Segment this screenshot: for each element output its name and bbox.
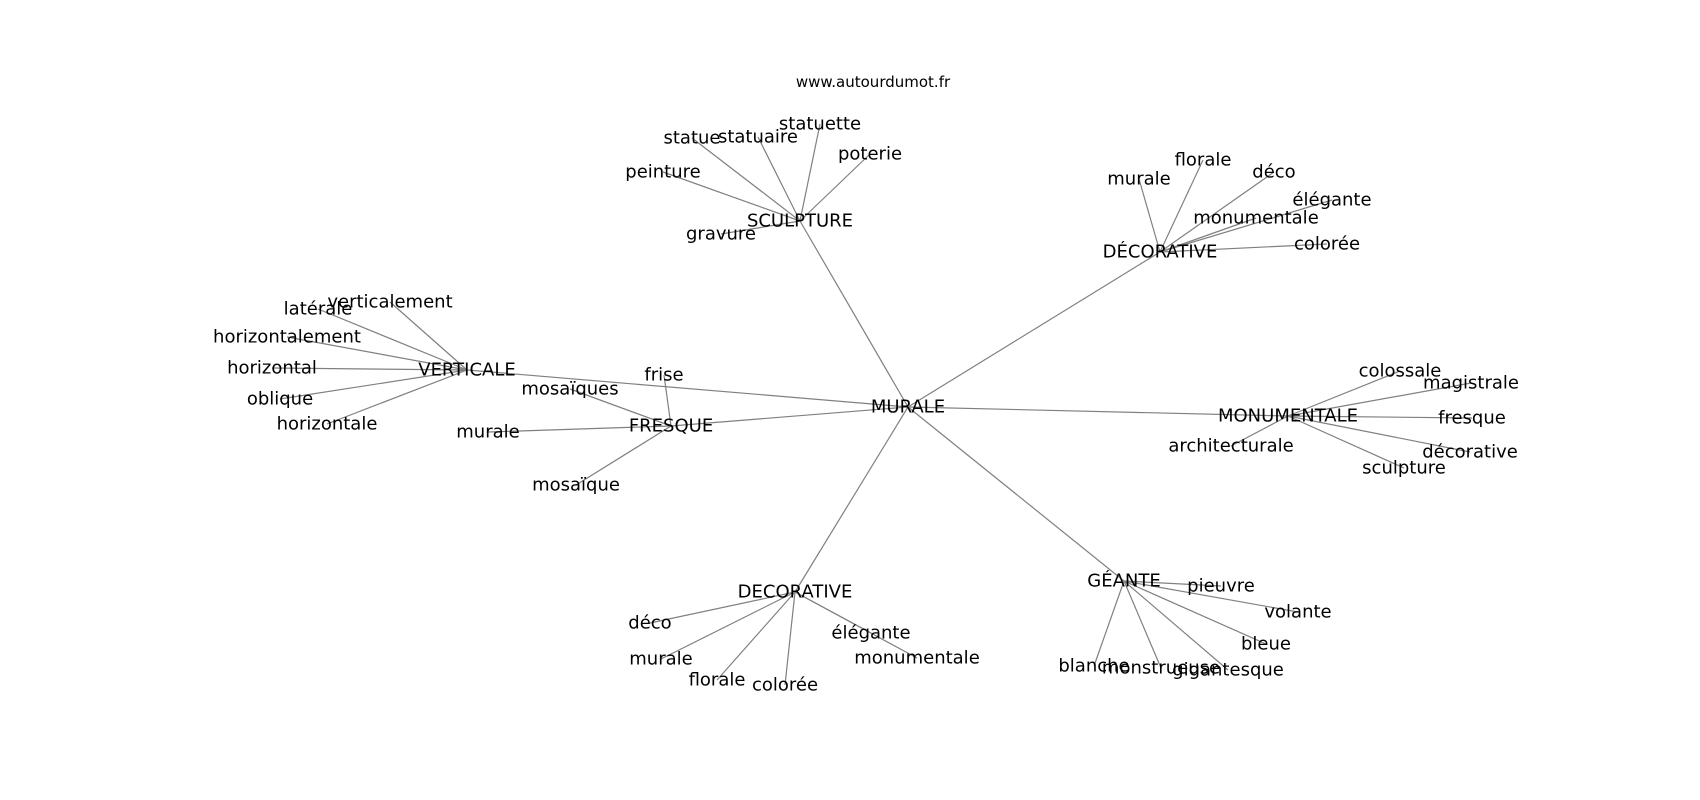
leaf-node-decorative-deco: déco: [628, 613, 671, 634]
hub-node-verticale: VERTICALE: [418, 360, 515, 381]
hub-node-sculpture: SCULPTURE: [747, 211, 853, 232]
edge-decorative-acc-deco: [1159, 171, 1275, 253]
leaf-node-verticale-laterale: latérale: [284, 299, 353, 320]
leaf-node-decorative-acc-murale: murale: [1107, 169, 1170, 190]
leaf-node-monumentale-magistrale: magistrale: [1423, 373, 1519, 394]
edge-murale-monumentale: [907, 406, 1289, 417]
hub-node-geante: GÉANTE: [1087, 570, 1160, 592]
leaf-node-verticale-verticalement: verticalement: [327, 292, 452, 313]
leaf-node-fresque-mosaique: mosaïque: [532, 475, 620, 496]
edge-monumentale-magistrale: [1287, 382, 1472, 417]
leaf-node-monumentale-colossale: colossale: [1359, 361, 1442, 382]
edge-verticale-horizontale: [326, 369, 468, 425]
edge-sculpture-poterie: [799, 153, 871, 222]
leaf-node-geante-bleue: bleue: [1241, 634, 1291, 655]
leaf-node-decorative-acc-monumentale: monumentale: [1193, 208, 1319, 229]
leaf-node-sculpture-statue: statue: [663, 128, 720, 149]
edge-fresque-murale: [487, 425, 672, 433]
edge-monumentale-fresque: [1287, 415, 1473, 419]
edge-sculpture-statue: [691, 137, 801, 222]
leaf-node-verticale-horizontalement: horizontalement: [213, 327, 361, 348]
leaf-node-geante-monstrueuse: monstrueuse: [1102, 658, 1220, 679]
leaf-node-fresque-frise: frise: [644, 365, 683, 386]
leaf-node-decorative-murale: murale: [629, 649, 692, 670]
edge-monumentale-sculpture: [1287, 415, 1405, 469]
leaf-node-decorative-monumentale: monumentale: [854, 648, 980, 669]
leaf-node-sculpture-peinture: peinture: [625, 162, 700, 183]
edge-verticale-oblique: [279, 369, 468, 400]
center-node-murale: MURALE: [871, 397, 945, 418]
leaf-node-decorative-elegante: élégante: [831, 623, 910, 644]
edge-verticale-horizontal: [271, 367, 468, 371]
edge-decorative-acc-elegante: [1159, 199, 1333, 253]
edge-murale-sculpture: [799, 220, 909, 408]
hub-node-decorative: DECORATIVE: [738, 582, 853, 603]
leaf-node-verticale-horizontal: horizontal: [227, 358, 317, 379]
edge-decorative-acc-monumentale: [1159, 217, 1257, 253]
leaf-node-geante-gigantesque: gigantesque: [1172, 660, 1284, 681]
site-credit: www.autourdumot.fr: [796, 73, 951, 91]
edge-decorative-acc-murale: [1138, 178, 1161, 253]
leaf-node-monumentale-sculpture: sculpture: [1362, 458, 1446, 479]
leaf-node-verticale-horizontale: horizontale: [277, 414, 378, 435]
edge-verticale-horizontalement: [286, 336, 468, 371]
edge-decorative-deco: [649, 591, 796, 624]
edge-monumentale-architecturale: [1230, 415, 1289, 447]
leaf-node-decorative-acc-deco: déco: [1252, 162, 1295, 183]
edge-geante-pieuvre: [1123, 580, 1222, 587]
leaf-node-decorative-acc-coloree: colorée: [1294, 234, 1360, 255]
edge-decorative-coloree: [784, 591, 796, 686]
edges: [271, 123, 1473, 686]
leaf-node-decorative-acc-florale: florale: [1175, 150, 1232, 171]
leaf-node-sculpture-poterie: poterie: [838, 144, 902, 165]
edge-sculpture-peinture: [662, 171, 801, 222]
edge-geante-volante: [1123, 580, 1299, 613]
edge-verticale-verticalement: [389, 301, 468, 371]
edge-murale-fresque: [670, 406, 909, 427]
leaf-node-geante-volante: volante: [1264, 602, 1331, 623]
leaf-node-decorative-florale: florale: [689, 670, 746, 691]
edge-monumentale-colossale: [1287, 370, 1401, 417]
edge-monumentale-decorative: [1287, 415, 1471, 453]
leaf-node-fresque-murale: murale: [456, 422, 519, 443]
leaf-node-geante-blanche: blanche: [1058, 656, 1129, 677]
leaf-node-decorative-acc-elegante: élégante: [1292, 190, 1371, 211]
leaf-node-verticale-oblique: oblique: [247, 389, 313, 410]
edge-verticale-laterale: [317, 308, 468, 371]
hub-node-decorative-acc: DÉCORATIVE: [1103, 241, 1218, 263]
leaf-node-monumentale-fresque: fresque: [1438, 408, 1506, 429]
leaf-node-sculpture-statuaire: statuaire: [718, 127, 798, 148]
edge-fresque-mosaique: [575, 425, 672, 486]
leaf-node-sculpture-statuette: statuette: [779, 114, 861, 135]
edge-geante-gigantesque: [1123, 580, 1229, 671]
edge-murale-geante: [907, 406, 1125, 582]
edge-murale-verticale: [466, 369, 909, 408]
edge-decorative-monumentale: [794, 591, 918, 659]
edge-fresque-frise: [663, 374, 672, 427]
leaf-node-fresque-mosaiques: mosaïques: [521, 379, 618, 400]
leaf-node-sculpture-gravure: gravure: [686, 224, 756, 245]
leaf-node-geante-pieuvre: pieuvre: [1187, 576, 1255, 597]
edge-murale-decorative: [794, 406, 909, 593]
hub-node-fresque: FRESQUE: [629, 416, 713, 437]
edge-geante-monstrueuse: [1123, 580, 1162, 669]
edge-geante-blanche: [1093, 580, 1125, 667]
edge-fresque-mosaiques: [569, 388, 672, 427]
leaf-node-monumentale-architecturale: architecturale: [1168, 436, 1293, 457]
edge-decorative-acc-coloree: [1159, 243, 1328, 253]
hub-node-monumentale: MONUMENTALE: [1218, 406, 1358, 427]
edge-decorative-murale: [660, 591, 796, 660]
edge-sculpture-gravure: [720, 220, 801, 235]
edge-geante-bleue: [1123, 580, 1267, 645]
edge-sculpture-statuaire: [757, 136, 801, 222]
edge-decorative-acc-florale: [1159, 159, 1204, 253]
edge-sculpture-statuette: [799, 123, 821, 222]
edge-murale-decorative-acc: [907, 251, 1161, 408]
leaf-node-monumentale-decorative: décorative: [1422, 442, 1518, 463]
edge-decorative-florale: [716, 591, 796, 681]
leaf-node-decorative-coloree: colorée: [752, 675, 818, 696]
